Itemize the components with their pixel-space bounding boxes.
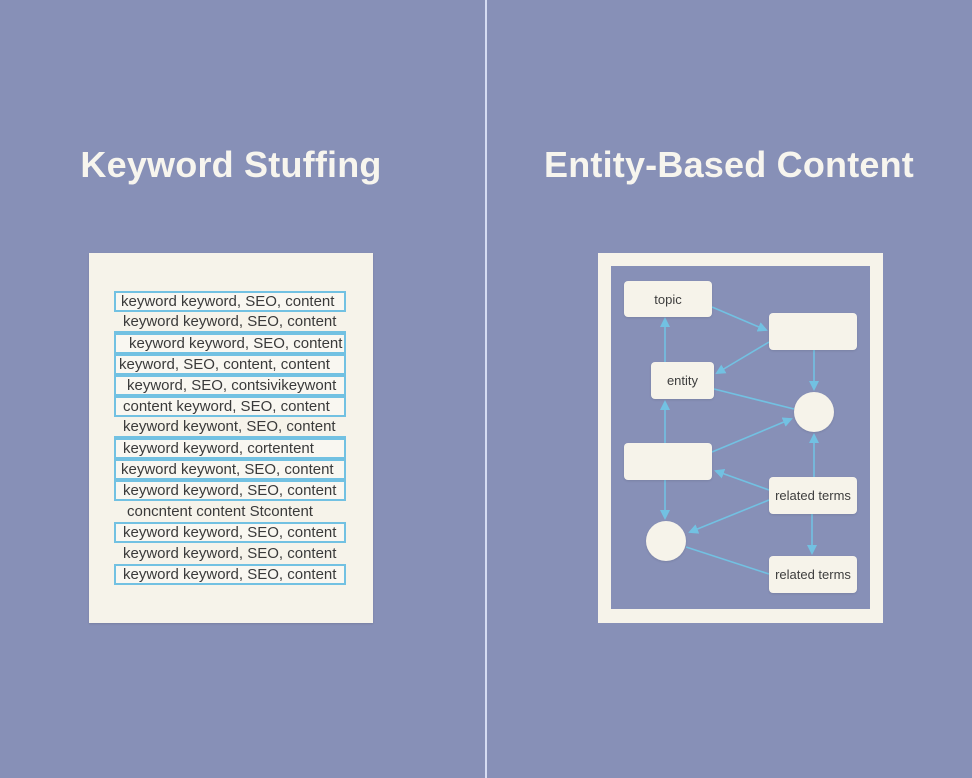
keyword-stuffing-title: Keyword Stuffing bbox=[80, 144, 382, 185]
keyword-line: concntent content Stcontent bbox=[127, 503, 313, 520]
entity-based-content-title: Entity-Based Content bbox=[543, 144, 914, 185]
keyword-line: keyword, SEO, contsivikeywont bbox=[114, 375, 346, 396]
keyword-line: keyword keyword, SEO, content bbox=[114, 333, 346, 354]
node-related-terms-1: related terms bbox=[769, 477, 857, 514]
node-empty-top-right bbox=[769, 313, 857, 350]
keyword-line: keyword keywont, SEO, content bbox=[114, 459, 346, 480]
keyword-line: keyword keyword, cortentent bbox=[114, 438, 346, 459]
node-empty-mid-left bbox=[624, 443, 712, 480]
keyword-line: keyword keyword, SEO, content bbox=[123, 545, 337, 562]
node-related-terms-2: related terms bbox=[769, 556, 857, 593]
keyword-line: content keyword, SEO, content bbox=[114, 396, 346, 417]
node-entity: entity bbox=[651, 362, 714, 399]
keyword-line: keyword keyword, SEO, content bbox=[114, 522, 346, 543]
panel-divider bbox=[485, 0, 487, 778]
keyword-line: keyword keywont, SEO, content bbox=[114, 417, 346, 438]
keyword-line: keyword keyword, SEO, content bbox=[114, 291, 346, 312]
node-circle-upper bbox=[794, 392, 834, 432]
keyword-line: keyword keyword, SEO, content bbox=[114, 564, 346, 585]
keyword-line: keyword, SEO, content, content bbox=[114, 354, 346, 375]
keyword-line: keyword keyword, SEO, content bbox=[114, 312, 346, 333]
node-circle-lower bbox=[646, 521, 686, 561]
keyword-line: keyword keyword, SEO, content bbox=[114, 480, 346, 501]
node-topic: topic bbox=[624, 281, 712, 317]
